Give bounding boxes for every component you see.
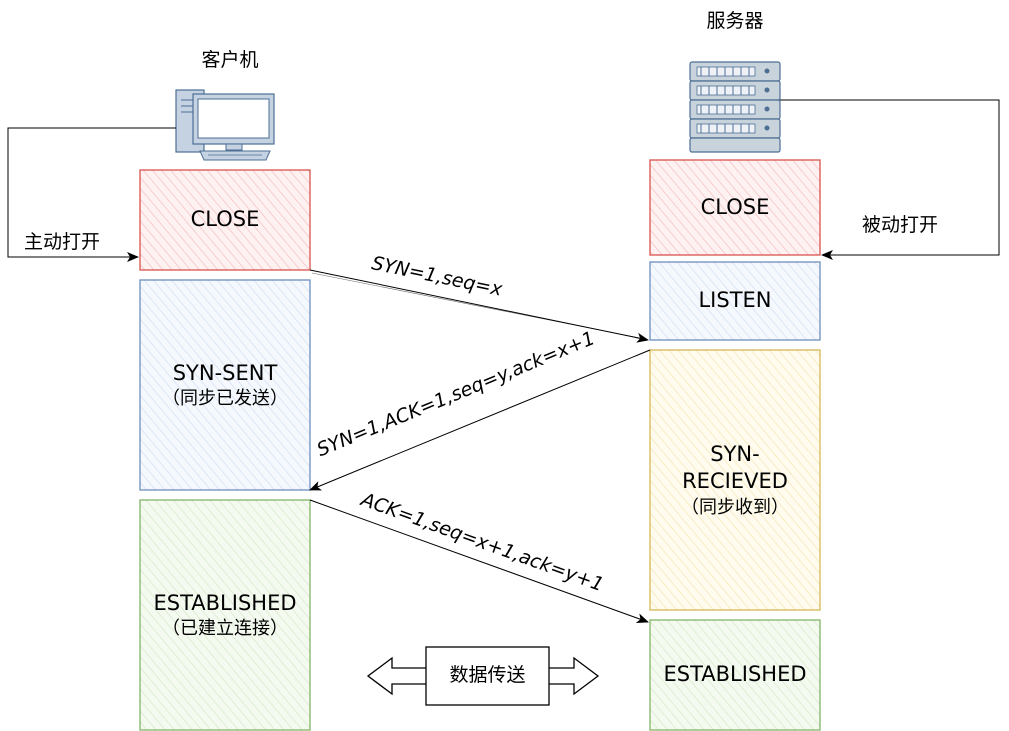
client-syn-sent-label: SYN-SENT （同步已发送）: [140, 280, 310, 490]
client-close-text: CLOSE: [190, 207, 260, 232]
client-syn-sent-box: [139, 279, 311, 491]
client-established-box: [139, 499, 311, 731]
client-syn-sent-subtext: （同步已发送）: [162, 387, 288, 409]
server-established-box: [649, 619, 821, 731]
passive-open-label: 被动打开: [862, 214, 939, 236]
client-established-text: ESTABLISHED: [153, 590, 297, 615]
server-listen-box: [649, 261, 821, 341]
ack-arrow: [309, 499, 649, 623]
server-title: 服务器: [706, 10, 764, 32]
data-transfer-label: 数据传送: [449, 664, 526, 686]
server-close-box: [649, 159, 821, 256]
client-established-subtext: （已建立连接）: [162, 617, 288, 639]
server-close-text: CLOSE: [700, 194, 770, 219]
client-close-box: [139, 169, 311, 271]
syn-ack-arrow: [309, 349, 651, 491]
server-syn-received-text-1: SYN-: [710, 442, 760, 466]
data-transfer-arrows: [366, 646, 600, 706]
desktop-computer-icon: [175, 89, 275, 161]
server-listen-text: LISTEN: [698, 288, 772, 313]
right-hollow-arrow-icon: [549, 656, 600, 696]
server-rack-icon: [689, 61, 781, 153]
server-established-text: ESTABLISHED: [663, 662, 807, 687]
data-transfer-box: [425, 646, 550, 706]
server-syn-received-text-2: RECIEVED: [682, 469, 788, 494]
left-hollow-arrow-icon: [366, 656, 426, 696]
server-established-label: ESTABLISHED: [650, 620, 820, 730]
passive-open-connector: [780, 99, 1000, 260]
server-syn-received-subtext: （同步收到）: [681, 496, 789, 518]
client-close-label: CLOSE: [140, 170, 310, 270]
client-syn-sent-text: SYN-SENT: [172, 360, 278, 385]
client-established-label: ESTABLISHED （已建立连接）: [140, 500, 310, 730]
server-syn-received-label: SYN- RECIEVED （同步收到）: [650, 350, 820, 610]
client-title: 客户机: [201, 49, 259, 71]
active-open-label: 主动打开: [24, 231, 101, 253]
server-close-label: CLOSE: [650, 160, 820, 255]
server-listen-label: LISTEN: [650, 262, 820, 340]
active-open-connector: [7, 127, 176, 262]
server-syn-received-box: [649, 349, 821, 611]
